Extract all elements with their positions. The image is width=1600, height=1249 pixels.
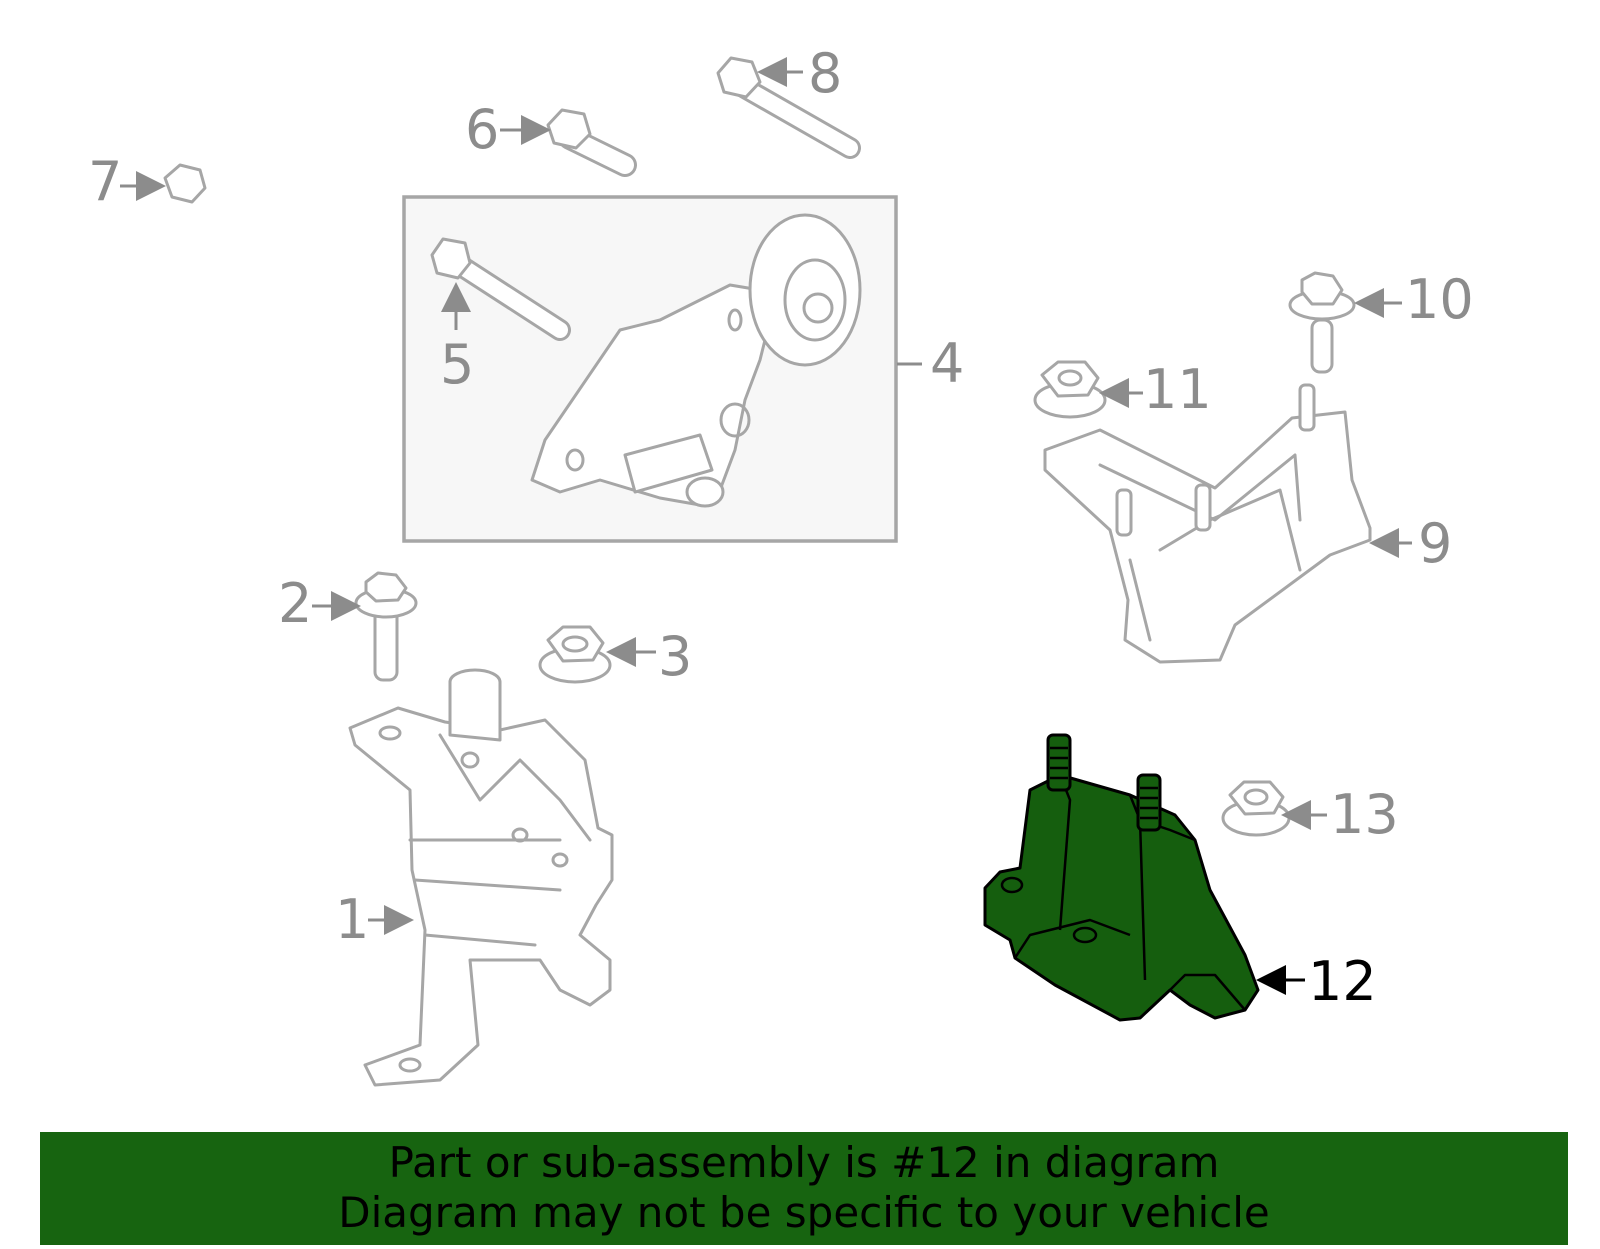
part-4-subassembly [402,195,898,543]
part-3-nut [538,625,612,684]
callout-13: 13 [1330,783,1399,846]
part-2-bolt [354,571,418,682]
callout-6: 6 [465,98,499,161]
info-banner: Part or sub-assembly is #12 in diagram D… [40,1132,1568,1245]
callout-1: 1 [335,888,369,951]
part-8-bolt [716,56,861,159]
part-9-bracket [1043,383,1372,664]
callout-2: 2 [278,572,312,635]
part-10-bolt [1288,271,1356,374]
part-11-nut [1033,360,1107,419]
part-6-bolt [546,108,637,177]
banner-line-1: Part or sub-assembly is #12 in diagram [388,1138,1220,1187]
banner-line-2: Diagram may not be specific to your vehi… [338,1188,1270,1237]
callout-10: 10 [1405,268,1474,331]
callout-8: 8 [808,42,842,105]
callout-3: 3 [658,625,692,688]
callout-7: 7 [88,150,122,213]
part-1-mount [348,668,614,1087]
part-12-mount-highlighted [983,733,1260,1022]
parts-diagram: 7 6 8 4 5 10 [88,42,1474,1087]
part-7-bolt [163,163,373,303]
callout-11: 11 [1143,358,1212,421]
callout-5: 5 [440,333,474,396]
callout-4: 4 [930,332,964,395]
part-13-nut [1221,780,1291,837]
callout-12: 12 [1308,950,1377,1013]
callout-9: 9 [1418,512,1452,575]
